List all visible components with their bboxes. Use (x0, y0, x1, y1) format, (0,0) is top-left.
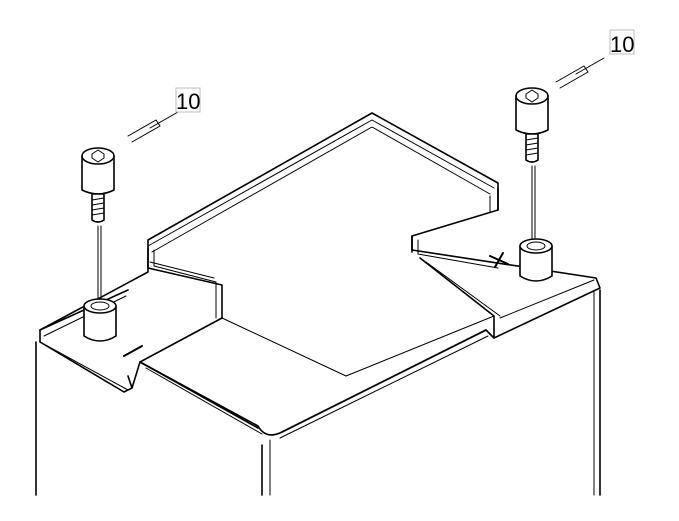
callout-label-right: 10 (610, 32, 634, 57)
callout-label-left: 10 (176, 89, 200, 114)
battery-lid (39, 112, 601, 439)
terminal-right (519, 238, 553, 282)
torque-callout-right: 10 (555, 29, 635, 89)
bolt-left (81, 147, 115, 299)
terminal-left (83, 298, 117, 342)
battery-body (35, 284, 601, 496)
negative-marking (123, 345, 143, 357)
positive-marking (489, 252, 509, 268)
callout-box-left (175, 87, 201, 113)
torque-callout-left: 10 (127, 87, 201, 143)
bolt-right (515, 87, 549, 239)
callout-box-right (609, 29, 635, 55)
